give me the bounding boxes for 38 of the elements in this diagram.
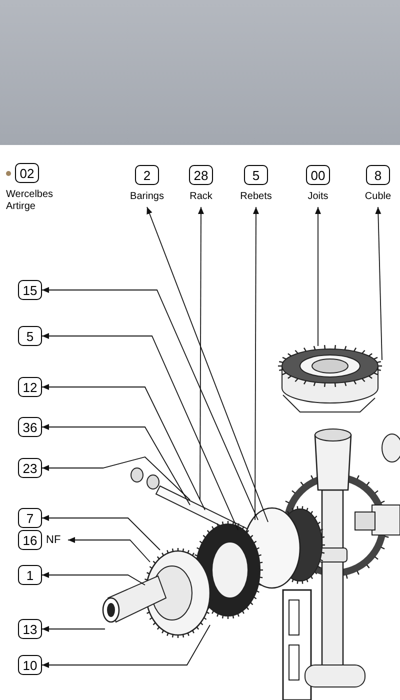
callout-number: 5 <box>18 326 42 346</box>
part-label: Rack <box>190 191 212 203</box>
callout-number: 15 <box>18 280 42 300</box>
callout-number: 02 <box>15 163 39 183</box>
callout-number: 10 <box>18 655 42 675</box>
leader-line <box>375 206 382 360</box>
callout-number: 7 <box>18 508 42 528</box>
callout-number: 8 <box>366 165 390 185</box>
part-label: Barings <box>130 191 164 203</box>
part-label: Rebets <box>240 191 272 203</box>
part-label: Wercelbes Artirge <box>6 189 54 213</box>
callout-number: 28 <box>189 165 213 185</box>
callout-number: 36 <box>18 417 42 437</box>
leader-line <box>42 333 238 530</box>
leader-line <box>315 206 321 346</box>
callout-number: 1 <box>18 565 42 585</box>
leader-line <box>42 624 210 668</box>
callout-number: 5 <box>244 165 268 185</box>
callout-number: 16 <box>18 530 42 550</box>
leader-line <box>42 456 190 500</box>
leader-line <box>68 537 150 562</box>
leader-line <box>252 206 259 520</box>
leader-line <box>42 572 146 586</box>
callout-number: 23 <box>18 458 42 478</box>
callout-label: NF <box>46 532 61 548</box>
callout-number: 2 <box>135 165 159 185</box>
callout-number: 12 <box>18 377 42 397</box>
leader-line <box>42 626 106 632</box>
leader-line <box>198 206 204 500</box>
leader-line <box>42 515 160 550</box>
leader-line <box>42 424 190 506</box>
callout-number: 00 <box>306 165 330 185</box>
part-label: Joits <box>308 191 328 203</box>
leader-line <box>42 384 206 510</box>
leader-line <box>42 287 258 520</box>
callout-number: 13 <box>18 619 42 639</box>
leader-line <box>146 206 268 522</box>
part-label: Cuble <box>364 191 392 203</box>
